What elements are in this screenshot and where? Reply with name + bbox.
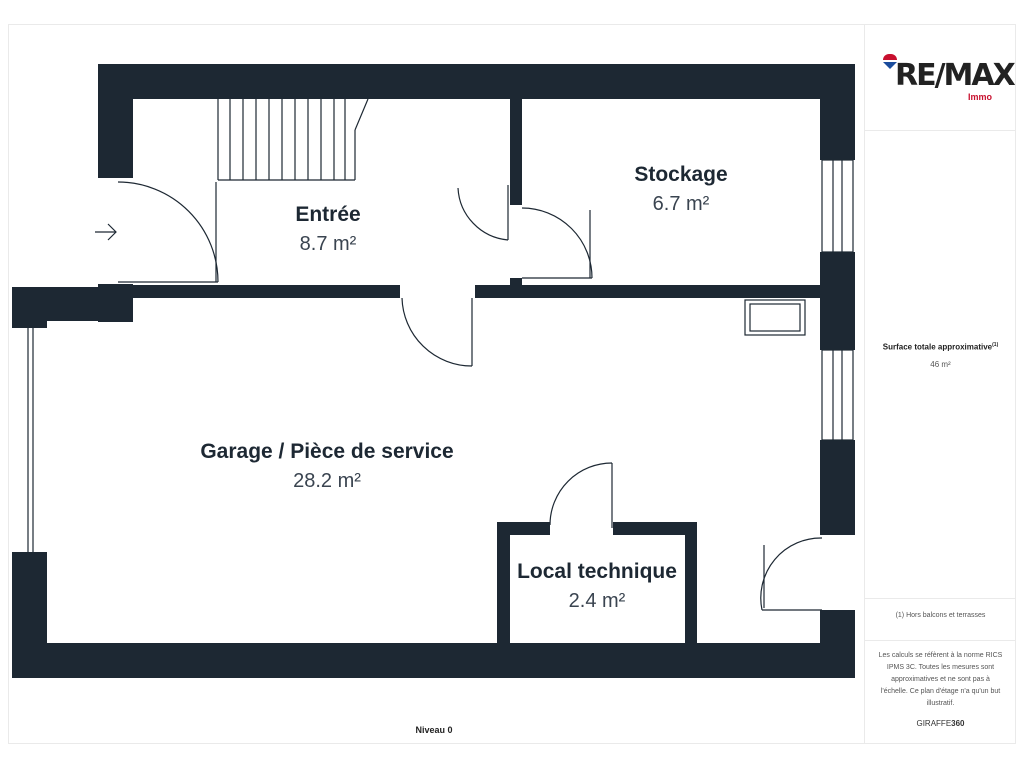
disclaimer-section: Les calculs se réfèrent à la norme RICS …: [865, 640, 1016, 744]
entrance-arrow-icon: [95, 223, 117, 241]
total-value: 46 m²: [930, 360, 951, 369]
floor-plan: [12, 64, 855, 678]
room-name-local-technique: Local technique: [517, 560, 677, 583]
info-panel: RE/MAX Immo Surface totale approximative…: [864, 24, 1016, 744]
brand-a: GIRAFFE: [916, 719, 952, 728]
tech-wall-left: [497, 522, 510, 643]
room-name-garage: Garage / Pièce de service: [200, 440, 454, 463]
room-area-entree: 8.7 m²: [299, 233, 357, 255]
footnote-section: (1) Hors balcons et terrasses: [865, 598, 1016, 641]
logo-section: RE/MAX Immo: [865, 24, 1016, 131]
top-wall: [98, 64, 855, 99]
footnote: (1) Hors balcons et terrasses: [895, 612, 986, 619]
staircase: [217, 98, 369, 181]
room-area-garage: 28.2 m²: [293, 470, 361, 492]
right-wall: [820, 64, 855, 160]
partition-wall: [510, 99, 522, 205]
logo-subtitle: Immo: [967, 92, 992, 102]
remax-logo: RE/MAX: [895, 58, 1016, 93]
total-section: Surface totale approximative(1) 46 m²: [865, 130, 1016, 599]
giraffe360-brand: GIRAFFE360: [865, 718, 1016, 730]
bottom-wall: [12, 643, 855, 678]
room-area-local-technique: 2.4 m²: [568, 590, 626, 612]
room-name-stockage: Stockage: [634, 163, 728, 186]
sink: [744, 299, 806, 336]
balloon-icon: [883, 54, 897, 69]
level-label: Niveau 0: [415, 725, 453, 735]
tech-wall-right: [685, 522, 697, 643]
total-footnote-ref: (1): [992, 342, 999, 348]
window: [821, 159, 854, 253]
disclaimer: Les calculs se réfèrent à la norme RICS …: [878, 652, 1003, 707]
page-frame: [8, 24, 1016, 744]
left-wall-upper: [98, 64, 133, 178]
middle-wall: [133, 285, 400, 298]
room-name-entree: Entrée: [295, 203, 361, 226]
total-label: Surface totale approximative: [882, 342, 993, 352]
brand-b: 360: [951, 719, 965, 728]
room-area-stockage: 6.7 m²: [652, 193, 710, 215]
walls: [12, 64, 855, 678]
window: [821, 349, 854, 441]
